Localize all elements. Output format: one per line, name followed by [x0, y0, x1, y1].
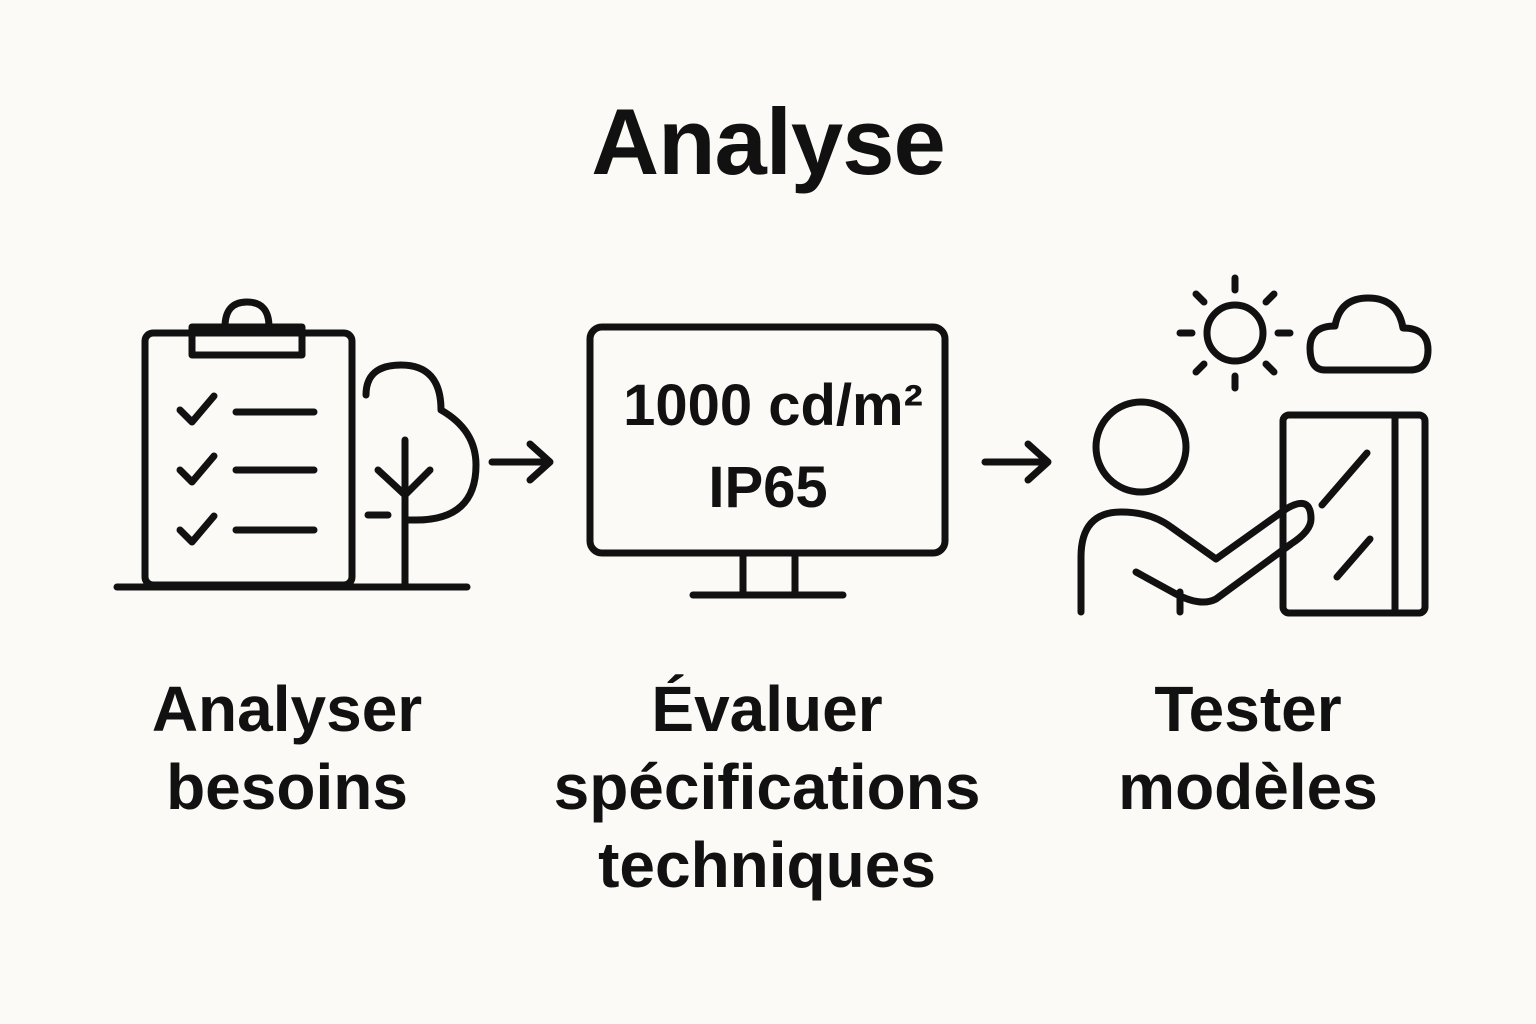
- step-label-evaluer-specifications: Évaluer spécifications techniques: [517, 670, 1017, 904]
- clipboard-checklist-tree-icon: [113, 298, 480, 591]
- label-line: techniques: [598, 829, 936, 901]
- label-line: Évaluer: [651, 673, 883, 745]
- arrow-right-icon: [981, 440, 1052, 484]
- label-line: Analyser: [151, 673, 423, 745]
- monitor-icon: 1000 cd/m² IP65: [586, 323, 949, 599]
- label-line: besoins: [166, 751, 408, 823]
- diagram-title: Analyse: [591, 89, 946, 194]
- screen-spec-ip: IP65: [708, 455, 827, 520]
- step-label-analyser-besoins: Analyser besoins: [137, 670, 437, 826]
- label-line: modèles: [1118, 751, 1378, 823]
- person-testing-display-icon: [1077, 274, 1432, 617]
- cloud-icon: [1306, 294, 1432, 374]
- arrow-right-icon: [488, 440, 554, 484]
- label-line: Tester: [1154, 673, 1342, 745]
- sun-icon: [1203, 301, 1267, 365]
- screen-spec-brightness: 1000 cd/m²: [623, 373, 923, 438]
- step-label-tester-modeles: Tester modèles: [1098, 670, 1398, 826]
- label-line: spécifications: [553, 751, 981, 823]
